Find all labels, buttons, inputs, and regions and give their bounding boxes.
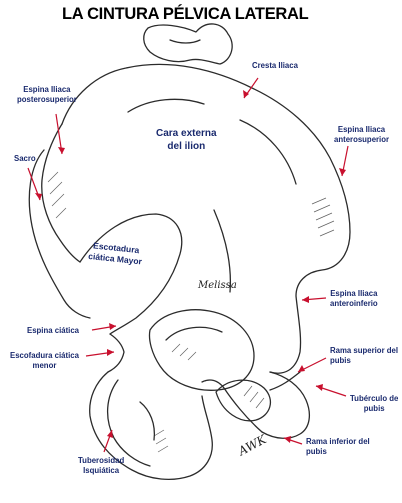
- label-sacro: Sacro: [14, 154, 36, 164]
- acetabulum-rim: [148, 309, 255, 391]
- ischium-outline: [89, 371, 213, 481]
- artist-signature: Melissa: [198, 280, 237, 291]
- label-line: Espina Iliaca: [23, 85, 71, 94]
- label-line: Escofadura ciática: [10, 351, 79, 360]
- label-line: anterosuperior: [334, 135, 390, 144]
- label-line: del ilion: [167, 140, 206, 152]
- greater-sciatic-notch: [79, 213, 183, 335]
- label-line: pubis: [363, 404, 385, 413]
- label-line: anteroinferio: [330, 299, 378, 308]
- label-espina-iliaca-anterosuperior: Espina Iliaca anterosuperior: [334, 125, 389, 145]
- label-line: menor: [32, 361, 57, 370]
- arrow-espina-posterosuperior: [55, 113, 63, 155]
- label-tuberculo-pubis: Tubérculo de pubis: [350, 394, 398, 414]
- label-line: Tuberosidad: [78, 456, 125, 465]
- label-line: Cresta Iliaca: [252, 61, 298, 70]
- pubis-outline: [261, 371, 311, 439]
- label-line: Espina Iliaca: [330, 289, 378, 298]
- label-cara-externa-ilion: Cara externa del ilion: [156, 128, 217, 153]
- label-line: Tubérculo de: [350, 394, 399, 403]
- label-line: pubis: [330, 356, 351, 365]
- label-cresta-iliaca: Cresta Iliaca: [252, 61, 298, 71]
- vertebra-outline: [143, 23, 233, 65]
- label-line: Cara externa: [156, 128, 217, 139]
- obturator-foramen: [215, 379, 272, 422]
- page-title: LA CINTURA PÉLVICA LATERAL: [62, 5, 309, 23]
- ischial-spine: [107, 333, 125, 373]
- label-line: Espina ciática: [27, 326, 80, 335]
- label-line: Espina Iliaca: [337, 125, 386, 134]
- label-line: Rama superior del: [330, 346, 399, 355]
- label-line: Isquiática: [83, 466, 120, 475]
- label-line: Sacro: [14, 154, 36, 163]
- label-espina-ciatica: Espina ciática: [27, 326, 79, 336]
- label-line: posterosuperior: [17, 95, 77, 104]
- label-line: pubis: [306, 447, 327, 456]
- label-espina-iliaca-anteroinferior: Espina Iliaca anteroinferio: [330, 289, 378, 309]
- label-line: Rama inferior del: [306, 437, 370, 446]
- ilium-outline: [61, 63, 351, 374]
- sacrum-outline: [41, 123, 81, 263]
- label-tuberosidad-isquiatica: Tuberosidad Isquiática: [78, 456, 124, 476]
- label-escotadura-ciatica-menor: Escofadura ciática menor: [10, 351, 79, 371]
- label-espina-iliaca-posterosuperior: Espina Iliaca posterosuperior: [17, 85, 77, 105]
- label-rama-superior-pubis: Rama superior del pubis: [330, 346, 398, 366]
- label-rama-inferior-pubis: Rama inferior del pubis: [306, 437, 370, 457]
